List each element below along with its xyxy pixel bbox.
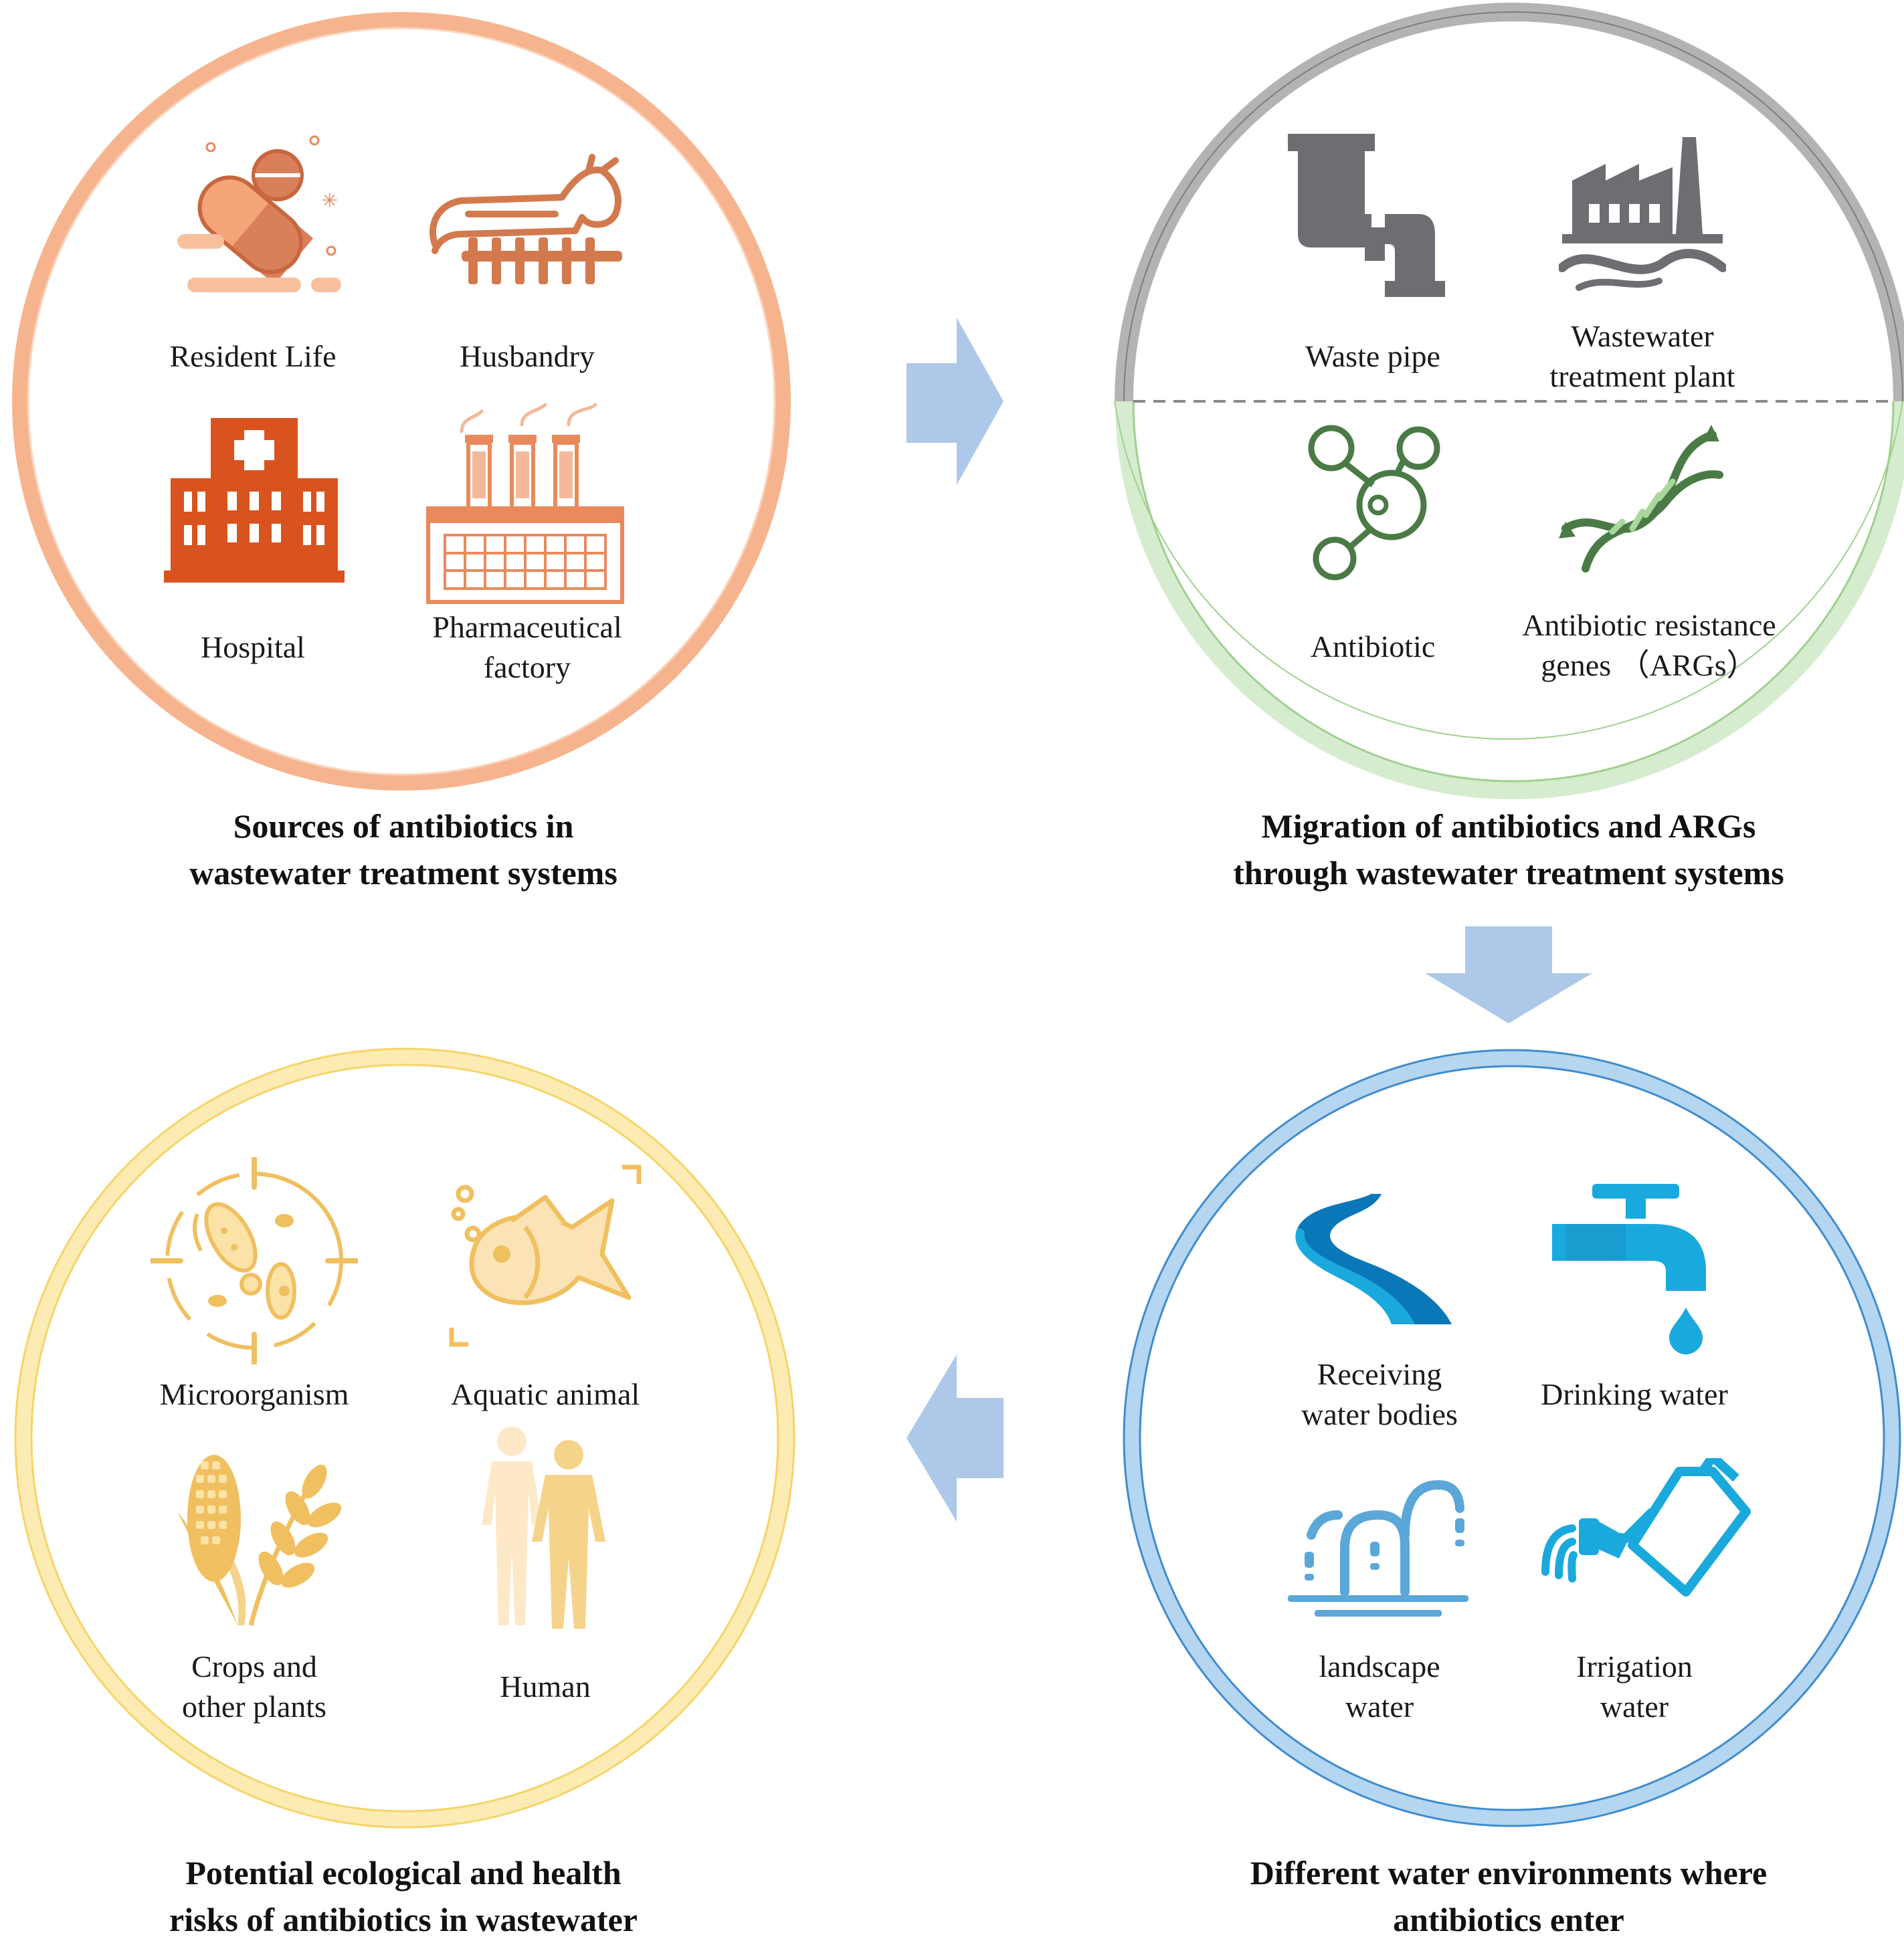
label-line: treatment plant [1549, 359, 1735, 393]
caption-line: through wastewater treatment systems [1233, 854, 1784, 892]
label-line: water [1345, 1690, 1414, 1724]
label-pharmaceutical-factory: Pharmaceutical factory [432, 607, 622, 688]
label-microorganism: Microorganism [160, 1374, 349, 1415]
caption-line: risks of antibiotics in wastewater [169, 1901, 638, 1938]
label-line: factory [483, 650, 571, 684]
microbe-target-icon [151, 1157, 358, 1364]
caption-migration: Migration of antibiotics and ARGs throug… [1233, 803, 1784, 896]
factory-chimneys-icon [426, 403, 624, 604]
label-line: Antibiotic resistance [1522, 608, 1776, 642]
label-antibiotic: Antibiotic [1311, 627, 1436, 667]
caption-sources: Sources of antibiotics in wastewater tre… [189, 803, 617, 896]
label-line: Waste pipe [1305, 339, 1440, 373]
label-line: landscape [1319, 1649, 1440, 1683]
arrow-right [907, 318, 1004, 485]
caption-line: Different water environments where [1250, 1854, 1768, 1892]
caption-line: Sources of antibiotics in [233, 807, 574, 845]
label-line: Drinking water [1541, 1377, 1728, 1411]
label-receiving-water: Receiving water bodies [1301, 1354, 1458, 1435]
arrow-down [1425, 926, 1592, 1023]
cow-icon [429, 154, 622, 284]
treatment-plant-icon [1559, 137, 1726, 291]
caption-line: Potential ecological and health [185, 1854, 622, 1892]
fish-icon [449, 1164, 642, 1347]
label-line: Hospital [201, 630, 305, 664]
label-husbandry: Husbandry [460, 336, 595, 377]
caption-line: wastewater treatment systems [189, 854, 617, 892]
label-line: genes （ARGs） [1541, 648, 1757, 682]
caption-line: Migration of antibiotics and ARGs [1261, 807, 1756, 845]
watering-can-icon [1541, 1458, 1751, 1597]
label-resident-life: Resident Life [169, 336, 336, 377]
molecule-icon [1308, 425, 1440, 581]
label-drinking-water: Drinking water [1541, 1374, 1728, 1415]
label-line: Microorganism [159, 1377, 349, 1411]
svg-text:✳: ✳ [321, 189, 338, 213]
label-crops: Crops and other plants [182, 1647, 326, 1727]
label-line: Receiving [1317, 1357, 1442, 1391]
label-line: water bodies [1301, 1397, 1458, 1431]
caption-environments: Different water environments where antib… [1250, 1849, 1768, 1939]
caption-line: antibiotics enter [1393, 1901, 1624, 1938]
environments-ring [1124, 1050, 1900, 1826]
label-line: Husbandry [460, 339, 595, 373]
label-line: Human [500, 1669, 591, 1704]
label-irrigation-water: Irrigation water [1576, 1647, 1693, 1727]
label-treatment-plant: Wastewater treatment plant [1549, 316, 1735, 397]
pipe-icon [1288, 134, 1445, 297]
label-waste-pipe: Waste pipe [1305, 336, 1440, 377]
label-line: Pharmaceutical [432, 610, 622, 644]
label-line: Resident Life [169, 339, 337, 373]
label-aquatic-animal: Aquatic animal [451, 1374, 640, 1415]
label-line: Wastewater [1571, 319, 1714, 353]
river-icon [1295, 1194, 1452, 1324]
label-hospital: Hospital [201, 627, 305, 668]
corn-wheat-icon [177, 1455, 342, 1626]
label-human: Human [500, 1667, 590, 1707]
label-line: water [1600, 1690, 1669, 1724]
risks-ring [15, 1049, 794, 1827]
hospital-building-icon [164, 418, 345, 583]
migration-ring-bottom [1115, 401, 1904, 799]
label-line: Crops and [191, 1649, 317, 1683]
label-args: Antibiotic resistance genes （ARGs） [1522, 605, 1776, 686]
label-line: other plants [182, 1690, 326, 1724]
faucet-icon [1552, 1184, 1706, 1354]
pill-capsule-icon: ✳ [177, 135, 341, 292]
label-landscape-water: landscape water [1319, 1647, 1440, 1727]
label-line: Antibiotic [1310, 629, 1436, 664]
dna-helix-icon [1559, 425, 1723, 573]
migration-ring-top [1115, 3, 1904, 402]
fountain-icon [1288, 1479, 1468, 1617]
human-figures-icon [482, 1427, 605, 1629]
caption-risks: Potential ecological and health risks of… [169, 1849, 638, 1939]
sources-ring [12, 12, 791, 791]
label-line: Aquatic animal [450, 1377, 640, 1411]
arrow-left [907, 1354, 1004, 1522]
label-line: Irrigation [1576, 1649, 1693, 1683]
